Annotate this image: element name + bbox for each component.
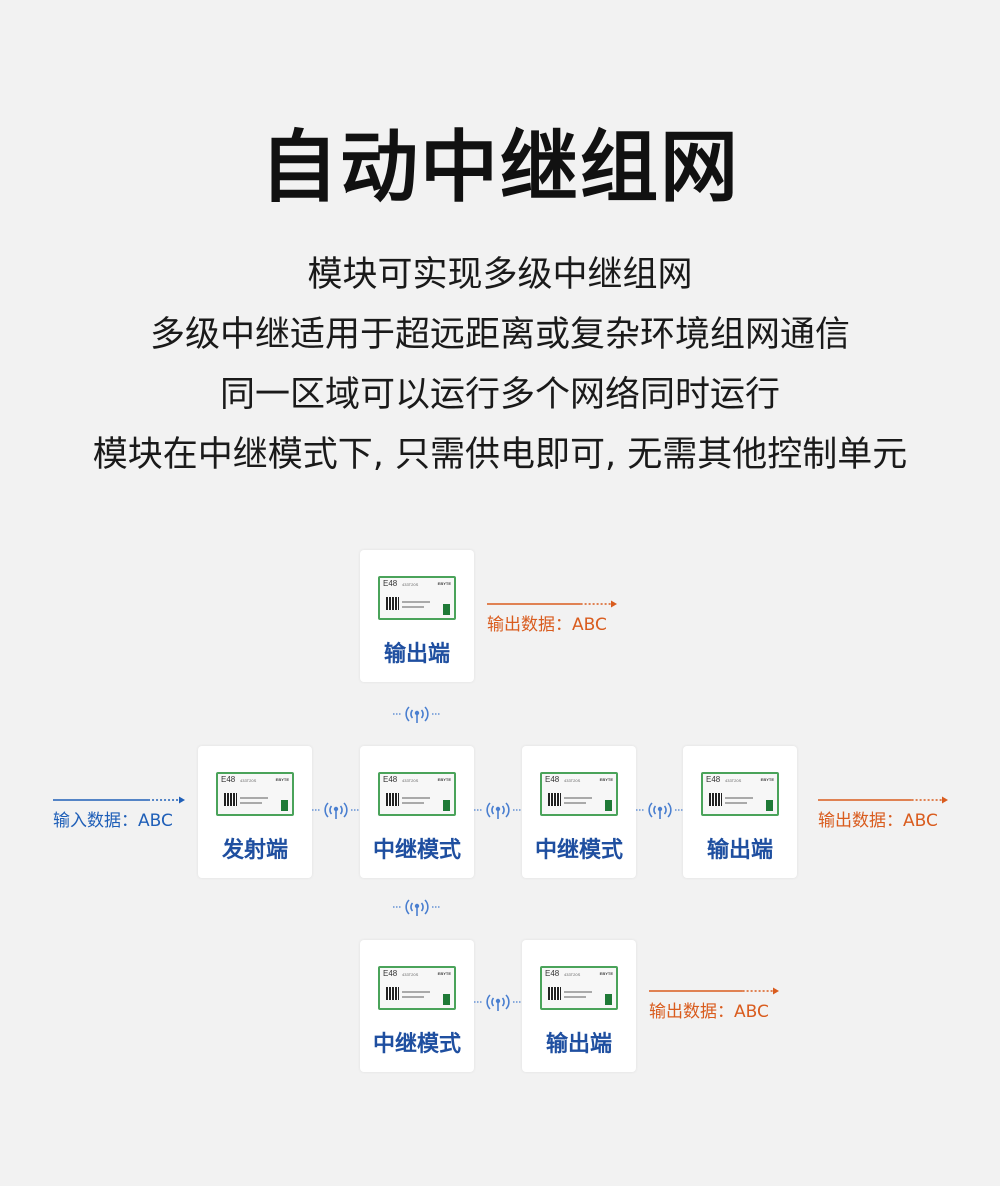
node-top-output: E48 433T20S EBYTE 输出端 bbox=[360, 550, 474, 682]
qr-code-icon bbox=[386, 597, 399, 610]
module-image: E48 433T20S EBYTE bbox=[378, 966, 456, 1010]
module-model: 433T20S bbox=[402, 778, 419, 783]
node-label: 中继模式 bbox=[372, 838, 461, 863]
module-text-line bbox=[564, 996, 586, 998]
module-text-line bbox=[564, 797, 592, 799]
module-text-line bbox=[402, 991, 430, 993]
node-label: 发射端 bbox=[221, 838, 288, 863]
arrow-right-icon bbox=[649, 987, 779, 995]
node-label: 中继模式 bbox=[372, 1032, 461, 1057]
module-chip bbox=[443, 994, 450, 1005]
module-text-line bbox=[402, 601, 430, 603]
module-image: E48 433T20S EBYTE bbox=[378, 576, 456, 620]
node-label: 中继模式 bbox=[534, 838, 623, 863]
module-model: 433T20S bbox=[402, 582, 419, 587]
output-flow-label: 输出数据：ABC bbox=[487, 615, 607, 635]
module-brand: EBYTE bbox=[437, 777, 451, 782]
description-line: 模块在中继模式下, 只需供电即可, 无需其他控制单元 bbox=[92, 435, 908, 475]
node-transmitter: E48 433T20S EBYTE 发射端 bbox=[198, 746, 312, 878]
module-model: 433T20S bbox=[564, 778, 581, 783]
arrow-right-icon bbox=[818, 796, 948, 804]
module-text-line bbox=[402, 996, 424, 998]
module-model: 433T20S bbox=[240, 778, 257, 783]
module-chip bbox=[605, 994, 612, 1005]
module-chip bbox=[443, 604, 450, 615]
module-brand: EBYTE bbox=[275, 777, 289, 782]
node-bottom-output: E48 433T20S EBYTE 输出端 bbox=[522, 940, 636, 1072]
module-text-line bbox=[725, 797, 753, 799]
module-name: E48 bbox=[545, 775, 560, 784]
module-chip bbox=[281, 800, 288, 811]
node-right-relay: E48 433T20S EBYTE 中继模式 bbox=[522, 746, 636, 878]
module-name: E48 bbox=[545, 969, 560, 978]
module-text-line bbox=[564, 802, 586, 804]
module-image: E48 433T20S EBYTE bbox=[378, 772, 456, 816]
module-brand: EBYTE bbox=[599, 777, 613, 782]
wireless-signal-icon bbox=[636, 802, 684, 819]
node-right-output: E48 433T20S EBYTE 输出端 bbox=[683, 746, 797, 878]
module-chip bbox=[443, 800, 450, 811]
qr-code-icon bbox=[386, 793, 399, 806]
module-text-line bbox=[564, 991, 592, 993]
qr-code-icon bbox=[548, 987, 561, 1000]
module-name: E48 bbox=[706, 775, 721, 784]
node-label: 输出端 bbox=[545, 1032, 612, 1057]
module-text-line bbox=[402, 802, 424, 804]
output-flow-label: 输出数据：ABC bbox=[649, 1002, 769, 1022]
module-brand: EBYTE bbox=[760, 777, 774, 782]
module-text-line bbox=[402, 606, 424, 608]
module-brand: EBYTE bbox=[437, 581, 451, 586]
wireless-signal-icon bbox=[393, 899, 441, 916]
module-chip bbox=[605, 800, 612, 811]
module-brand: EBYTE bbox=[599, 971, 613, 976]
node-bottom-relay: E48 433T20S EBYTE 中继模式 bbox=[360, 940, 474, 1072]
qr-code-icon bbox=[548, 793, 561, 806]
qr-code-icon bbox=[709, 793, 722, 806]
wireless-signal-icon bbox=[312, 802, 360, 819]
module-name: E48 bbox=[383, 969, 398, 978]
module-image: E48 433T20S EBYTE bbox=[540, 966, 618, 1010]
qr-code-icon bbox=[386, 987, 399, 1000]
node-label: 输出端 bbox=[706, 838, 773, 863]
node-label: 输出端 bbox=[383, 642, 450, 667]
module-brand: EBYTE bbox=[437, 971, 451, 976]
description-line: 同一区域可以运行多个网络同时运行 bbox=[219, 375, 780, 415]
module-image: E48 433T20S EBYTE bbox=[540, 772, 618, 816]
description-line: 模块可实现多级中继组网 bbox=[307, 255, 693, 295]
page-title: 自动中继组网 bbox=[259, 123, 740, 213]
arrow-right-icon bbox=[53, 796, 185, 804]
arrow-right-icon bbox=[487, 600, 617, 608]
module-name: E48 bbox=[221, 775, 236, 784]
module-text-line bbox=[725, 802, 747, 804]
module-image: E48 433T20S EBYTE bbox=[701, 772, 779, 816]
module-chip bbox=[766, 800, 773, 811]
wireless-signal-icon bbox=[393, 706, 441, 723]
module-model: 433T20S bbox=[564, 972, 581, 977]
module-model: 433T20S bbox=[402, 972, 419, 977]
module-model: 433T20S bbox=[725, 778, 742, 783]
module-name: E48 bbox=[383, 579, 398, 588]
output-flow-label: 输出数据：ABC bbox=[818, 811, 938, 831]
module-text-line bbox=[240, 802, 262, 804]
wireless-signal-icon bbox=[474, 802, 522, 819]
input-flow-label: 输入数据：ABC bbox=[53, 811, 173, 831]
module-text-line bbox=[240, 797, 268, 799]
description-line: 多级中继适用于超远距离或复杂环境组网通信 bbox=[149, 315, 850, 355]
description: 模块可实现多级中继组网 多级中继适用于超远距离或复杂环境组网通信 同一区域可以运… bbox=[0, 245, 1000, 485]
module-image: E48 433T20S EBYTE bbox=[216, 772, 294, 816]
wireless-signal-icon bbox=[474, 994, 522, 1011]
qr-code-icon bbox=[224, 793, 237, 806]
node-center-relay: E48 433T20S EBYTE 中继模式 bbox=[360, 746, 474, 878]
module-text-line bbox=[402, 797, 430, 799]
module-name: E48 bbox=[383, 775, 398, 784]
